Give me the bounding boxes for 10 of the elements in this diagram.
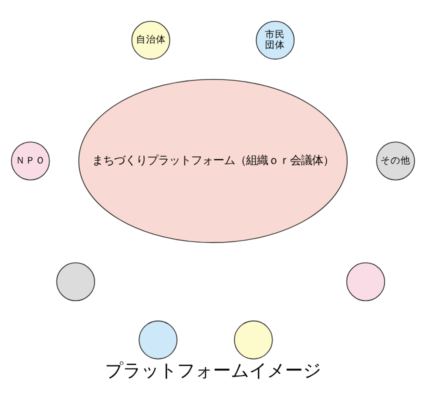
node-circle xyxy=(138,320,178,359)
node-circle xyxy=(234,320,273,359)
node-circle: 市民団体 xyxy=(256,20,295,60)
node-circle xyxy=(56,262,96,301)
caption: プラットフォームイメージ xyxy=(105,360,321,381)
node-circle: ＮＰＯ xyxy=(11,141,50,180)
node-circle: その他 xyxy=(376,141,415,180)
node-circle xyxy=(346,262,386,301)
node-ellipse: まちづくりプラットフォーム（組織ｏｒ会議体） xyxy=(78,78,348,242)
node-circle: 自治体 xyxy=(131,20,170,60)
